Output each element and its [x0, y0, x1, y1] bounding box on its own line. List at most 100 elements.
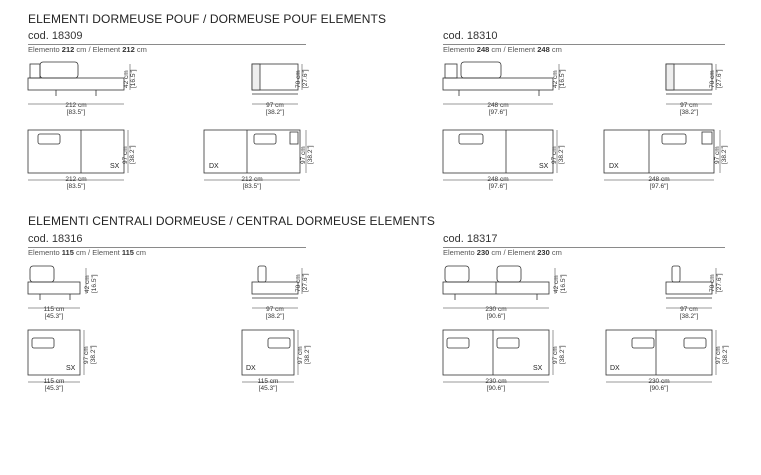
back-height-dimension: 70 cm	[709, 274, 716, 292]
plan-depth-dimension: 97 cm	[122, 146, 129, 164]
plan-depth-dimension-inches: [38.2"]	[307, 145, 314, 164]
height-dimension-inches: [16.5"]	[560, 274, 567, 293]
side-view-drawing: 97 cm [38.2"] 70 cm [27.6"]	[665, 265, 723, 320]
height-dimension: 42 cm	[84, 275, 91, 293]
width-dimension: 115 cm	[44, 306, 65, 313]
width-dimension-inches: [45.3"]	[45, 385, 64, 392]
front-view-drawing: 115 cm [45.3"] 42 cm [16.5"]	[27, 265, 98, 320]
plan-depth-dimension: 97 cm	[715, 346, 722, 364]
element-size-label: Elemento 115 cm / Element 115 cm	[28, 248, 147, 257]
side-view-drawing: 97 cm [38.2"] 70 cm [27.6"]	[665, 63, 723, 116]
width-dimension: 248 cm	[487, 176, 508, 183]
depth-dimension-inches: [38.2"]	[680, 109, 699, 116]
right-label: DX	[246, 365, 256, 372]
plan-depth-dimension: 97 cm	[714, 146, 721, 164]
divider	[28, 44, 306, 45]
plan-view-right-drawing: DX 230 cm [90.6"] 97 cm [38.2"]	[605, 329, 729, 392]
width-dimension: 230 cm	[648, 378, 669, 385]
plan-depth-dimension-inches: [38.2"]	[304, 345, 311, 364]
depth-dimension-inches: [38.2"]	[680, 313, 699, 320]
element-size-label: Elemento 230 cm / Element 230 cm	[443, 248, 562, 257]
right-label: DX	[209, 163, 219, 170]
back-height-dimension-inches: [27.6"]	[302, 273, 309, 292]
width-dimension-inches: [90.6"]	[487, 385, 506, 392]
width-dimension: 212 cm	[65, 176, 86, 183]
width-dimension: 230 cm	[485, 378, 506, 385]
back-height-dimension: 70 cm	[295, 70, 302, 88]
plan-view-left-drawing: SX 248 cm [97.6"] 97 cm [38.2"]	[442, 129, 565, 190]
left-label: SX	[66, 365, 76, 372]
plan-view-right-drawing: DX 212 cm [83.5"] 97 cm [38.2"]	[203, 129, 314, 190]
height-dimension-inches: [16.5"]	[91, 274, 98, 293]
back-height-dimension: 70 cm	[295, 274, 302, 292]
left-label: SX	[110, 163, 120, 170]
plan-depth-dimension-inches: [38.2"]	[558, 145, 565, 164]
width-dimension: 248 cm	[648, 176, 669, 183]
section-title-central-dormeuse: ELEMENTI CENTRALI DORMEUSE / CENTRAL DOR…	[28, 214, 436, 228]
back-height-dimension-inches: [27.6"]	[716, 69, 723, 88]
right-label: DX	[609, 163, 619, 170]
width-dimension: 212 cm	[241, 176, 262, 183]
element-size-label: Elemento 212 cm / Element 212 cm	[28, 45, 147, 54]
width-dimension: 248 cm	[487, 102, 508, 109]
left-label: SX	[539, 163, 549, 170]
height-dimension-inches: [16.5"]	[130, 69, 137, 88]
front-view-drawing: 212 cm [83.5"] 42 cm [16.5"]	[27, 61, 137, 116]
height-dimension: 42 cm	[123, 70, 130, 88]
plan-depth-dimension: 97 cm	[83, 346, 90, 364]
plan-depth-dimension-inches: [38.2"]	[90, 345, 97, 364]
depth-dimension: 97 cm	[266, 102, 284, 109]
product-code: cod. 18310	[443, 30, 498, 42]
side-view-drawing: 97 cm [38.2"] 70 cm [27.6"]	[251, 265, 309, 320]
width-dimension: 212 cm	[65, 102, 86, 109]
width-dimension-inches: [83.5"]	[243, 183, 262, 190]
depth-dimension-inches: [38.2"]	[266, 313, 285, 320]
right-label: DX	[610, 365, 620, 372]
width-dimension: 115 cm	[44, 378, 65, 385]
plan-depth-dimension-inches: [38.2"]	[129, 145, 136, 164]
width-dimension: 115 cm	[258, 378, 279, 385]
depth-dimension: 97 cm	[680, 306, 698, 313]
front-view-drawing: 248 cm [97.6"] 42 cm [16.5"]	[442, 61, 566, 116]
plan-view-left-drawing: SX 230 cm [90.6"] 97 cm [38.2"]	[442, 329, 566, 392]
back-height-dimension-inches: [27.6"]	[716, 273, 723, 292]
height-dimension-inches: [16.5"]	[559, 69, 566, 88]
width-dimension-inches: [97.6"]	[489, 183, 508, 190]
plan-view-right-drawing: DX 248 cm [97.6"] 97 cm [38.2"]	[603, 129, 728, 190]
plan-view-left-drawing: SX 212 cm [83.5"] 97 cm [38.2"]	[27, 129, 136, 190]
plan-depth-dimension: 97 cm	[297, 346, 304, 364]
width-dimension-inches: [83.5"]	[67, 183, 86, 190]
plan-depth-dimension-inches: [38.2"]	[721, 145, 728, 164]
width-dimension-inches: [90.6"]	[650, 385, 669, 392]
plan-view-right-drawing: DX 115 cm [45.3"] 97 cm [38.2"]	[241, 329, 311, 392]
plan-view-left-drawing: SX 115 cm [45.3"] 97 cm [38.2"]	[27, 329, 97, 392]
product-code: cod. 18316	[28, 233, 83, 245]
depth-dimension: 97 cm	[266, 306, 284, 313]
width-dimension-inches: [45.3"]	[45, 313, 64, 320]
product-code: cod. 18317	[443, 233, 498, 245]
product-code: cod. 18309	[28, 30, 83, 42]
back-height-dimension: 70 cm	[709, 70, 716, 88]
height-dimension: 42 cm	[553, 275, 560, 293]
back-height-dimension-inches: [27.6"]	[302, 69, 309, 88]
height-dimension: 42 cm	[552, 70, 559, 88]
side-view-drawing: 97 cm [38.2"] 70 cm [27.6"]	[251, 63, 309, 116]
width-dimension: 230 cm	[485, 306, 506, 313]
width-dimension-inches: [90.6"]	[487, 313, 506, 320]
divider	[28, 247, 306, 248]
depth-dimension-inches: [38.2"]	[266, 109, 285, 116]
plan-depth-dimension: 97 cm	[551, 146, 558, 164]
depth-dimension: 97 cm	[680, 102, 698, 109]
width-dimension-inches: [83.5"]	[67, 109, 86, 116]
plan-depth-dimension: 97 cm	[300, 146, 307, 164]
width-dimension-inches: [97.6"]	[650, 183, 669, 190]
front-view-drawing: 230 cm [90.6"] 42 cm [16.5"]	[442, 265, 567, 320]
divider	[443, 247, 725, 248]
plan-depth-dimension-inches: [38.2"]	[559, 345, 566, 364]
width-dimension-inches: [97.6"]	[489, 109, 508, 116]
left-label: SX	[533, 365, 543, 372]
section-title-dormeuse-pouf: ELEMENTI DORMEUSE POUF / DORMEUSE POUF E…	[28, 12, 387, 26]
width-dimension-inches: [45.3"]	[259, 385, 278, 392]
plan-depth-dimension: 97 cm	[552, 346, 559, 364]
divider	[443, 44, 725, 45]
